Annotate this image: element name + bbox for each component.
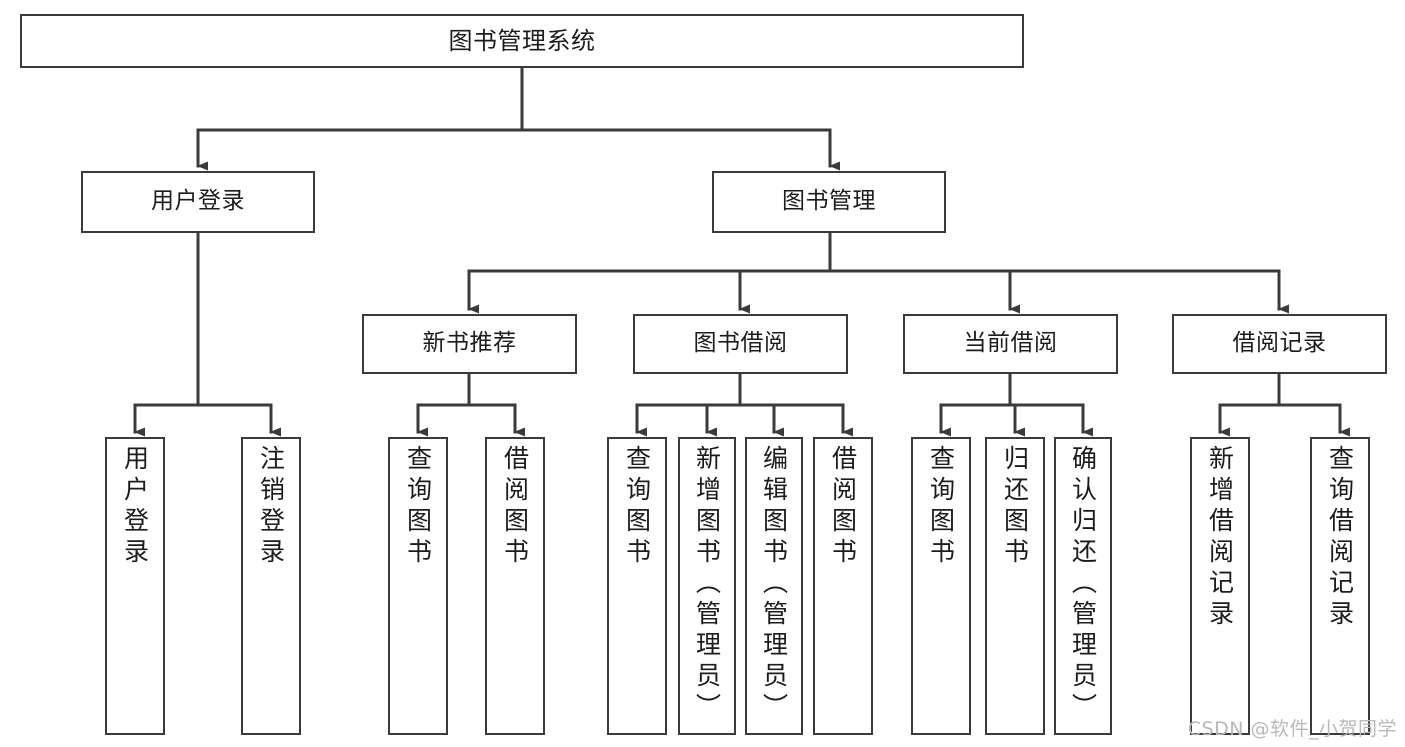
node-label: 归还图书 bbox=[1000, 445, 1030, 569]
node-leaf-logout[interactable]: 注销登录 bbox=[241, 437, 301, 735]
node-borrow-record[interactable]: 借阅记录 bbox=[1172, 314, 1387, 374]
node-label: 查询图书 bbox=[622, 445, 652, 569]
node-label: 借阅图书 bbox=[500, 445, 530, 569]
node-current-borrow[interactable]: 当前借阅 bbox=[903, 314, 1118, 374]
node-label: 借阅记录 bbox=[1232, 330, 1327, 357]
node-leaf-edit-book[interactable]: 编辑图书（管理员） bbox=[745, 437, 803, 735]
node-label: 注销登录 bbox=[256, 445, 286, 569]
node-label: 借阅图书 bbox=[828, 445, 858, 569]
node-root-system[interactable]: 图书管理系统 bbox=[20, 14, 1024, 68]
node-leaf-query-record[interactable]: 查询借阅记录 bbox=[1310, 437, 1370, 735]
node-leaf-add-record[interactable]: 新增借阅记录 bbox=[1190, 437, 1250, 735]
node-label: 查询借阅记录 bbox=[1325, 445, 1355, 631]
node-label: 新增图书（管理员） bbox=[692, 445, 722, 724]
node-label: 用户登录 bbox=[120, 445, 150, 569]
node-label: 确认归还（管理员） bbox=[1068, 445, 1098, 724]
node-label: 编辑图书（管理员） bbox=[759, 445, 789, 724]
node-leaf-user-login[interactable]: 用户登录 bbox=[105, 437, 165, 735]
node-leaf-query-book-2[interactable]: 查询图书 bbox=[607, 437, 667, 735]
node-leaf-query-book-3[interactable]: 查询图书 bbox=[911, 437, 971, 735]
node-leaf-query-book-1[interactable]: 查询图书 bbox=[388, 437, 448, 735]
node-leaf-add-book[interactable]: 新增图书（管理员） bbox=[678, 437, 736, 735]
node-label: 查询图书 bbox=[403, 445, 433, 569]
node-leaf-borrow-book-1[interactable]: 借阅图书 bbox=[485, 437, 545, 735]
node-label: 用户登录 bbox=[151, 188, 245, 215]
node-label: 当前借阅 bbox=[963, 330, 1058, 357]
node-label: 图书管理 bbox=[782, 188, 876, 215]
node-label: 查询图书 bbox=[926, 445, 956, 569]
node-label: 图书管理系统 bbox=[448, 26, 596, 55]
node-label: 新增借阅记录 bbox=[1205, 445, 1235, 631]
node-book-manage[interactable]: 图书管理 bbox=[712, 171, 946, 233]
node-leaf-borrow-book-2[interactable]: 借阅图书 bbox=[813, 437, 873, 735]
node-new-book-recommend[interactable]: 新书推荐 bbox=[362, 314, 577, 374]
watermark-text: CSDN @软件_小贺同学 bbox=[1187, 718, 1397, 740]
node-leaf-confirm-return[interactable]: 确认归还（管理员） bbox=[1054, 437, 1112, 735]
node-label: 图书借阅 bbox=[693, 330, 788, 357]
node-book-borrow[interactable]: 图书借阅 bbox=[633, 314, 848, 374]
node-leaf-return-book[interactable]: 归还图书 bbox=[985, 437, 1045, 735]
node-label: 新书推荐 bbox=[422, 330, 517, 357]
node-user-login[interactable]: 用户登录 bbox=[81, 171, 315, 233]
